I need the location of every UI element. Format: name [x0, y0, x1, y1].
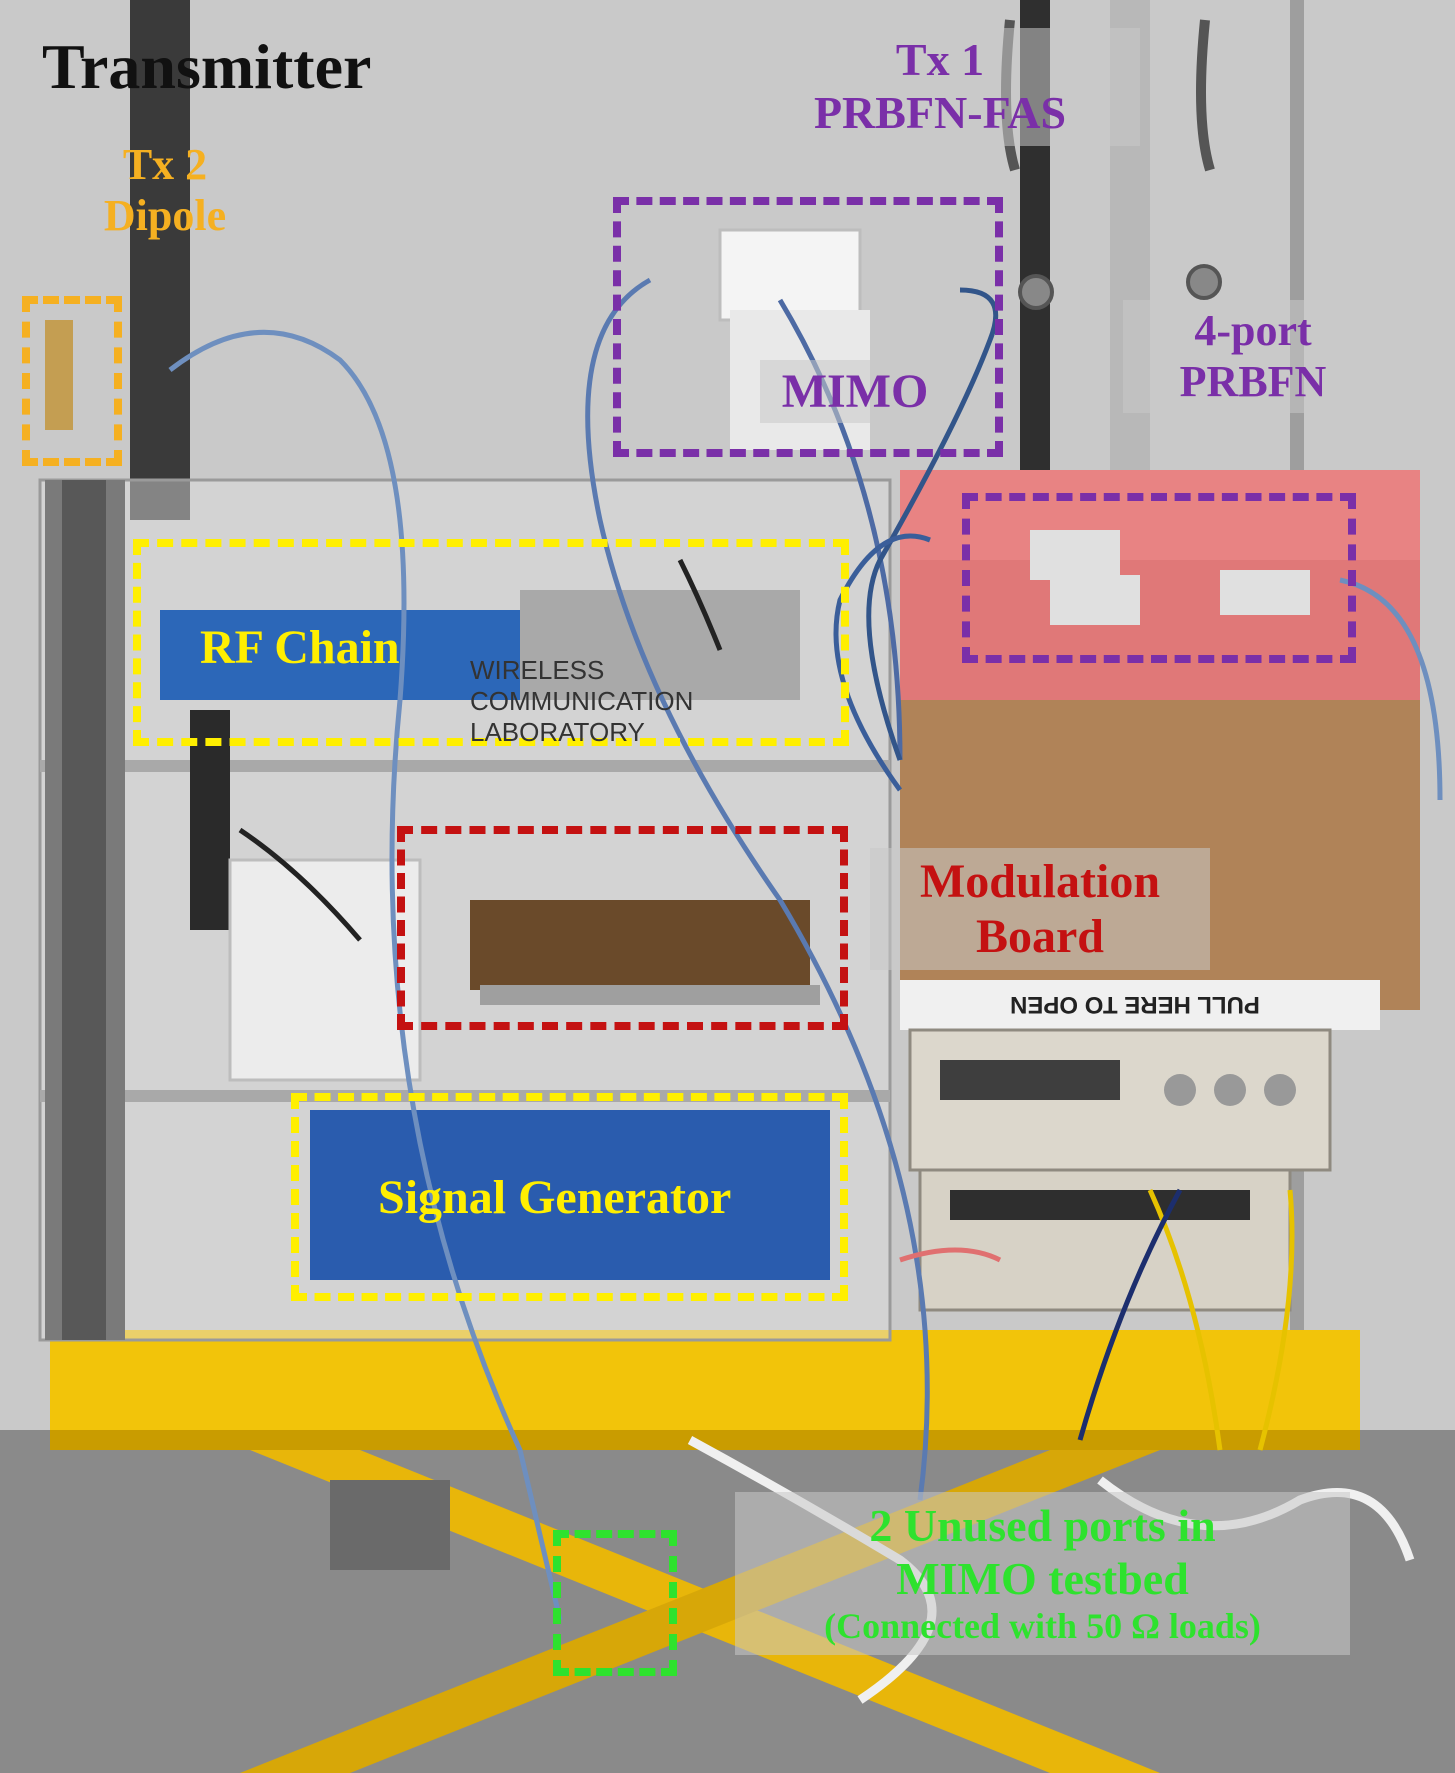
- modulation-box: [397, 826, 848, 1030]
- tx2-line2: Dipole: [103, 190, 227, 240]
- rf-chain-box: [133, 539, 849, 746]
- tx1-line1: Tx 1: [895, 34, 985, 85]
- lab-plate-line1: WIRELESS: [470, 655, 605, 685]
- tx1-line2: PRBFN-FAS: [813, 86, 1067, 138]
- prbfn-label: 4-port PRBFN: [1123, 300, 1383, 414]
- lab-plate-line2: COMMUNICATION: [470, 686, 694, 717]
- tx2-dipole-box: [22, 296, 122, 466]
- modulation-line2: Board: [975, 910, 1104, 964]
- unused-line1: 2 Unused ports in: [869, 1500, 1216, 1551]
- modulation-label: Modulation Board: [870, 848, 1210, 971]
- tx2-line1: Tx 2: [122, 140, 208, 189]
- prbfn-box: [962, 493, 1356, 663]
- signal-generator-box: [291, 1093, 848, 1301]
- mimo-label: MIMO: [760, 360, 950, 424]
- prbfn-line2: PRBFN: [1179, 356, 1327, 406]
- prbfn-line1: 4-port: [1194, 306, 1312, 355]
- unused-ports-label: 2 Unused ports in MIMO testbed (Connecte…: [735, 1492, 1350, 1656]
- modulation-line1: Modulation: [919, 855, 1161, 908]
- lab-plate: WIRELESS COMMUNICATION LABORATORY: [470, 655, 693, 749]
- title-label: Transmitter: [42, 31, 372, 102]
- signal-generator-label: Signal Generator: [378, 1171, 732, 1224]
- tx2-label: Tx 2 Dipole: [70, 140, 260, 241]
- tx1-label: Tx 1 PRBFN-FAS: [740, 28, 1140, 146]
- unused-line3: (Connected with 50 Ω loads): [824, 1605, 1261, 1646]
- rf-chain-label: RF Chain: [200, 621, 400, 674]
- unused-ports-box: [553, 1530, 677, 1676]
- lab-plate-line3: LABORATORY: [470, 717, 645, 748]
- box-print: PULL HERE TO OPEN: [1010, 991, 1260, 1018]
- unused-line2: MIMO testbed: [896, 1552, 1189, 1604]
- mimo-box: [613, 197, 1003, 457]
